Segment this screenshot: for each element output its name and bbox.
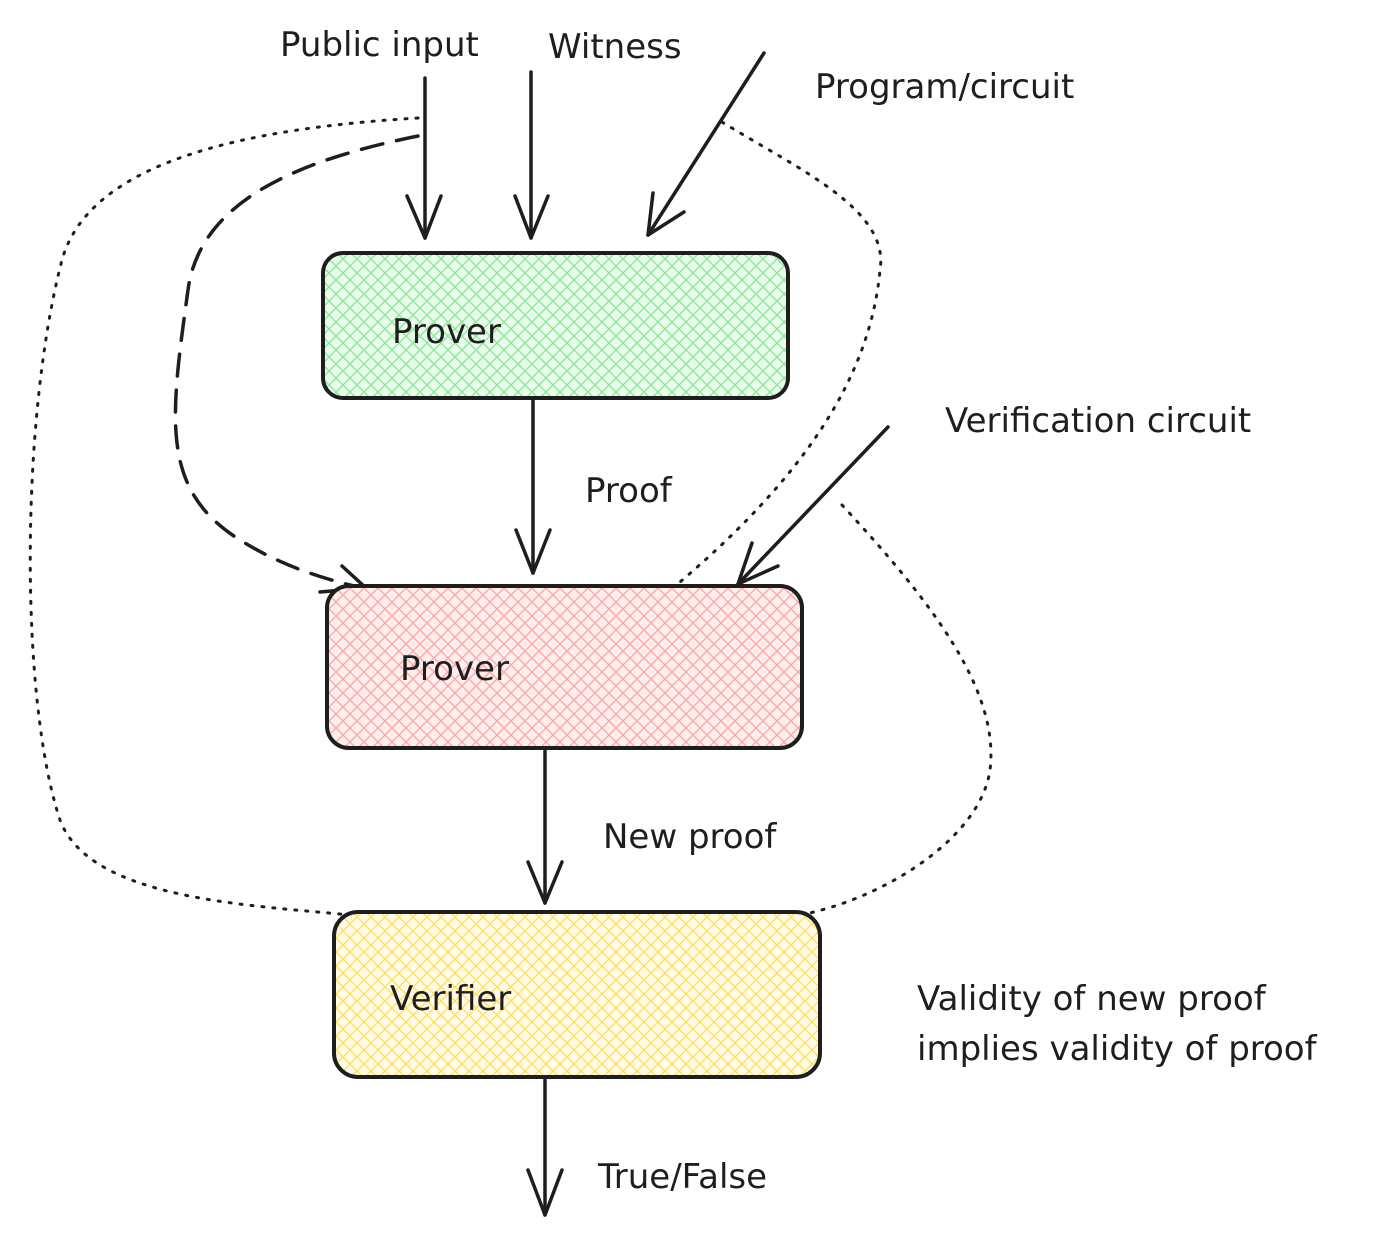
prover-1-label: Prover: [392, 312, 501, 352]
output-label: True/False: [597, 1157, 767, 1197]
verifier-label: Verifier: [390, 979, 511, 1019]
public-input-label: Public input: [280, 25, 479, 65]
verification-circuit-arrow: [736, 425, 890, 586]
program-arrowhead: [646, 191, 686, 237]
public-input-to-verifier-dotted-edge: [28, 116, 420, 917]
prover-1-box[interactable]: [321, 251, 790, 400]
note-line-2: implies validity of proof: [917, 1029, 1318, 1069]
program-circuit-label: Program/circuit: [815, 67, 1074, 107]
proof-arrowhead: [514, 528, 552, 575]
witness-label: Witness: [548, 27, 682, 67]
witness-arrowhead: [513, 194, 550, 240]
public-input-arrowhead: [405, 194, 443, 240]
verification-circuit-label: Verification circuit: [945, 401, 1251, 441]
new-proof-label: New proof: [603, 817, 777, 857]
note-line-1: Validity of new proof: [917, 979, 1267, 1019]
program-to-prover2-dotted-edge: [678, 120, 883, 584]
verification-circuit-to-verifier-dotted-edge: [798, 503, 993, 917]
program-arrow: [646, 51, 766, 237]
verifier-box[interactable]: [332, 910, 822, 1079]
new-proof-arrowhead: [526, 860, 564, 905]
prover-2-label: Prover: [400, 649, 509, 689]
public-input-to-prover2-dashed-edge: [173, 134, 420, 590]
prover-2-box[interactable]: [325, 584, 804, 750]
output-arrowhead: [526, 1168, 564, 1217]
proof-label: Proof: [585, 471, 673, 511]
